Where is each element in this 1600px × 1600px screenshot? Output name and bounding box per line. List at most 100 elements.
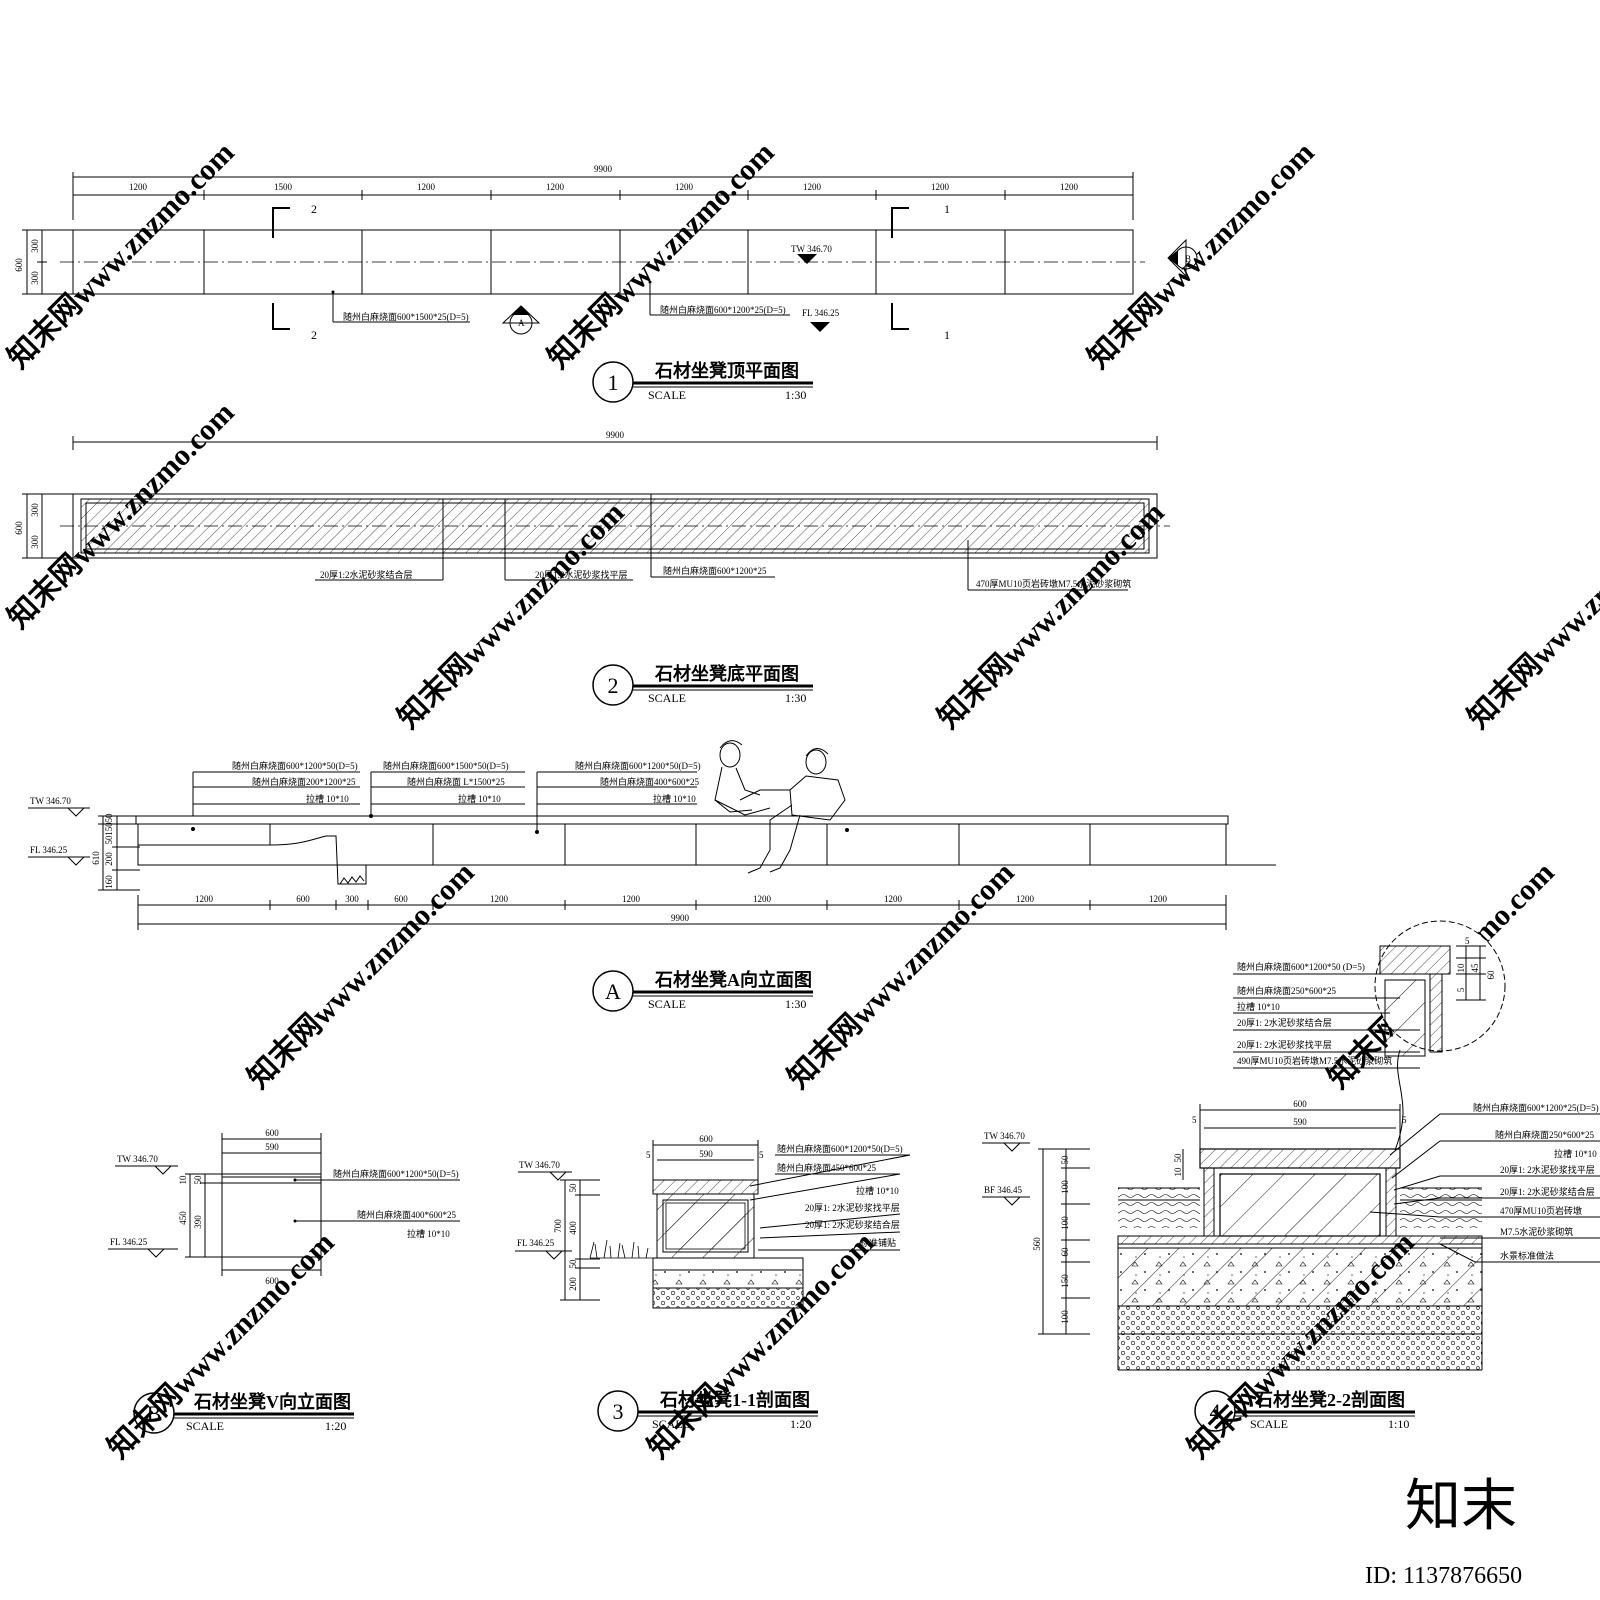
level-tw: TW 346.70 xyxy=(30,796,71,806)
dim-height: 50 xyxy=(1060,1155,1070,1165)
section-mark-1: 1 xyxy=(944,202,950,216)
dim-segment: 1200 xyxy=(1149,894,1168,904)
dim-segment: 600 xyxy=(296,894,310,904)
section-mark-1: 1 xyxy=(944,328,950,342)
dim-top: 5 xyxy=(1402,1115,1407,1125)
dim-segment: 1200 xyxy=(129,182,148,192)
level-tw: TW 346.70 xyxy=(519,1160,560,1170)
dim-height: 10 xyxy=(178,1175,188,1185)
scale-value: 1:20 xyxy=(790,1417,811,1431)
brand-logo: 知末 xyxy=(1405,1476,1517,1538)
watermark-text: 知末网www.znzmo.com xyxy=(782,856,1021,1095)
sec3-note: 拉槽 10*10 xyxy=(856,1185,899,1196)
plan2-note: 随州白麻烧面600*1200*25 xyxy=(663,565,767,576)
watermark-text: 知末网www.znzmo.com xyxy=(1082,136,1321,375)
dim-segment: 1200 xyxy=(931,182,950,192)
dim-segment: 1500 xyxy=(274,182,293,192)
sec4-note: 470厚MU10页岩砖墩 xyxy=(1500,1205,1582,1216)
dim-height: 160 xyxy=(104,875,114,889)
dim-height: 560 xyxy=(1032,1237,1042,1251)
dim-top: 5 xyxy=(1192,1115,1197,1125)
level-tw: TW 346.70 xyxy=(984,1131,1025,1141)
dim-total: 9900 xyxy=(606,430,625,440)
dim-segment: 1200 xyxy=(546,182,565,192)
sec3-note: 随州白麻烧面600*1200*50(D=5) xyxy=(777,1143,903,1154)
detail-dim: 45 xyxy=(1470,963,1480,973)
dim-segment: 300 xyxy=(345,894,359,904)
drawing-number: 4 xyxy=(1210,1399,1221,1424)
dim-segment: 1200 xyxy=(803,182,822,192)
scale-label: SCALE xyxy=(648,388,686,402)
level-fl: FL 346.25 xyxy=(802,308,840,318)
drawing-number: 3 xyxy=(613,1399,624,1424)
dim-height: 610 xyxy=(91,851,101,865)
sec4-note: 20厚1: 2水泥砂浆找平层 xyxy=(1500,1164,1595,1175)
dim-side: 10 xyxy=(1173,1167,1183,1177)
section-1-1: TW 346.70 FL 346.25 50 400 700 50 200 60… xyxy=(515,1134,911,1432)
image-id: ID: 1137876650 xyxy=(1365,1563,1522,1589)
dim-segment: 600 xyxy=(394,894,408,904)
level-bf: BF 346.45 xyxy=(984,1185,1023,1195)
scale-value: 1:30 xyxy=(785,388,806,402)
dim-height: 100 xyxy=(1060,1180,1070,1194)
plan1-note: 随州白麻烧面600*1500*25(D=5) xyxy=(343,311,469,322)
elevation-a: TW 346.70 FL 346.25 610 160 200 50 150 5… xyxy=(28,740,1276,1012)
dim-ticks xyxy=(137,895,1227,930)
elevA-note: 拉槽 10*10 xyxy=(306,793,349,804)
view-mark-label: A xyxy=(518,318,525,328)
sec4-detail-note: 随州白麻烧面250*600*25 xyxy=(1237,985,1337,996)
sec3-note: 20厚1: 2水泥砂浆找平层 xyxy=(805,1202,900,1213)
drawing-title: 石材坐凳A向立面图 xyxy=(654,969,812,990)
plan2-note: 20厚1:2水泥砂浆找平层 xyxy=(535,569,628,580)
bottom-plan: 9900 600 300 300 20厚1:2水泥砂浆结合层 20厚1:2水泥砂… xyxy=(14,430,1170,706)
view-mark-label: B xyxy=(1185,254,1191,264)
elevA-note: 随州白麻烧面400*600*25 xyxy=(600,776,700,787)
dim-side: 50 xyxy=(1173,1153,1183,1163)
dim-width-part: 300 xyxy=(30,239,40,253)
dim-top: 600 xyxy=(1293,1099,1307,1109)
drawing-title: 石材坐凳V向立面图 xyxy=(193,1391,351,1412)
scale-value: 1:30 xyxy=(785,691,806,705)
sec4-detail-note: 随州白麻烧面600*1200*50 (D=5) xyxy=(1237,961,1365,972)
dim-height: 400 xyxy=(568,1221,578,1235)
elevB-note: 拉槽 10*10 xyxy=(407,1228,450,1239)
sec4-note: 随州白麻烧面600*1200*25(D=5) xyxy=(1473,1102,1599,1113)
elevA-note: 拉槽 10*10 xyxy=(458,793,501,804)
section-mark-2: 2 xyxy=(311,328,317,342)
drawing-number: 1 xyxy=(608,370,619,395)
dim-segment: 1200 xyxy=(1016,894,1035,904)
sec4-detail-note: 490厚MU10页岩砖墩M7.5水泥砂浆砌筑 xyxy=(1237,1055,1392,1066)
plant-icon xyxy=(589,1239,653,1259)
drawing-number: A xyxy=(605,979,621,1004)
level-fl: FL 346.25 xyxy=(30,845,68,855)
sec4-note: M7.5水泥砂浆砌筑 xyxy=(1500,1226,1573,1237)
dim-segment: 1200 xyxy=(675,182,694,192)
dim-segment: 1200 xyxy=(622,894,641,904)
dim-width-part: 300 xyxy=(30,535,40,549)
dim-height: 390 xyxy=(193,1215,203,1229)
drawing-title: 石材坐凳1-1剖面图 xyxy=(659,1389,810,1410)
dim-segment: 1200 xyxy=(490,894,509,904)
dim-height: 200 xyxy=(104,852,114,866)
elevB-note: 随州白麻烧面600*1200*50(D=5) xyxy=(333,1168,459,1179)
dim-segment: 1200 xyxy=(753,894,772,904)
drawing-number: 2 xyxy=(608,673,619,698)
sec4-note: 20厚1: 2水泥砂浆结合层 xyxy=(1500,1186,1595,1197)
scale-value: 1:10 xyxy=(1388,1417,1409,1431)
level-tw: TW 346.70 xyxy=(117,1154,158,1164)
level-tw: TW 346.70 xyxy=(791,244,832,254)
section-2-2: TW 346.70 BF 346.45 50 100 100 60 150 10… xyxy=(982,920,1600,1432)
view-mark-a: A xyxy=(501,305,541,335)
dim-total: 9900 xyxy=(594,164,613,174)
dim-segment: 1200 xyxy=(884,894,903,904)
dim-height: 150 xyxy=(104,822,114,836)
dim-height: 100 xyxy=(1060,1216,1070,1230)
dim-height: 100 xyxy=(1060,1310,1070,1324)
detail-dim: 5 xyxy=(1465,936,1470,946)
watermark-text: 知末网www.znzmo.com xyxy=(542,136,781,375)
dim-height: 450 xyxy=(178,1211,188,1225)
dim-top: 590 xyxy=(699,1149,713,1159)
dim-bottom: 600 xyxy=(265,1276,279,1286)
dim-height: 700 xyxy=(553,1219,563,1233)
